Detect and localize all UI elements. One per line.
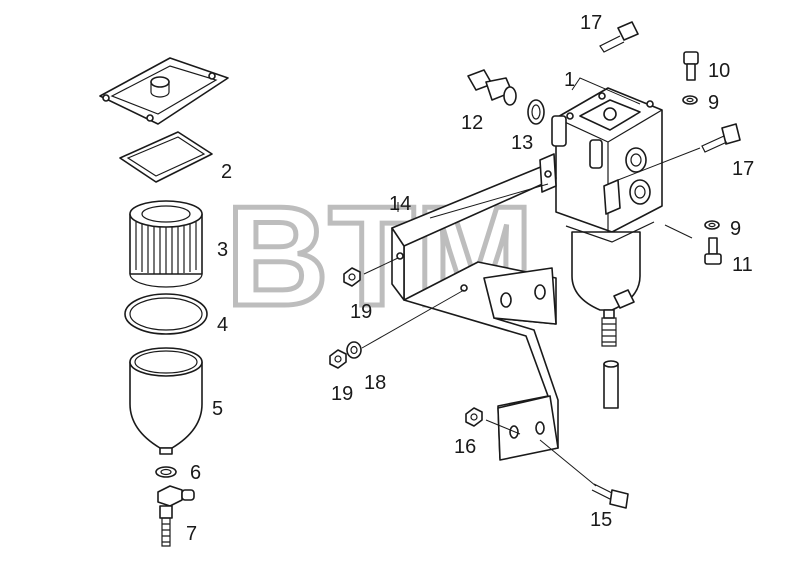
bolt-17-top	[599, 21, 639, 53]
callout-11: 11	[732, 254, 753, 276]
filter-bowl	[129, 347, 203, 455]
bolt-17-right	[701, 123, 741, 153]
callout-2: 2	[221, 161, 232, 183]
nut-19-upper	[343, 267, 361, 287]
callout-3: 3	[217, 239, 228, 261]
bolt-15	[591, 483, 629, 509]
sealing-ring-13	[527, 99, 545, 125]
callout-labels: 1 2 3 4 5 6 7 9 9 10 11 12 13 14 15 16 1…	[186, 12, 754, 545]
mounting-bracket	[391, 153, 621, 461]
filter-head-assembly	[551, 87, 663, 409]
callout-4: 4	[217, 314, 228, 336]
nut-16	[465, 407, 483, 427]
callout-16: 16	[454, 436, 476, 458]
bolt-10	[683, 51, 699, 81]
callout-19-lower: 19	[331, 383, 353, 405]
callout-12: 12	[461, 112, 483, 134]
seal-ring-small	[155, 466, 177, 478]
callout-9-top: 9	[708, 92, 719, 114]
callout-1: 1	[564, 69, 575, 91]
leader-lines	[361, 77, 701, 487]
callout-15: 15	[590, 509, 612, 531]
fitting-12	[467, 69, 517, 106]
gasket-square	[119, 131, 213, 183]
callout-10: 10	[708, 60, 730, 82]
callout-17-top: 17	[580, 12, 602, 34]
washer-9-top	[682, 95, 698, 105]
washer-18	[346, 341, 362, 359]
callout-13: 13	[511, 132, 533, 154]
o-ring-large	[124, 293, 208, 335]
filter-cover-plate	[99, 57, 229, 125]
filter-element	[129, 200, 203, 288]
callout-14: 14	[389, 193, 411, 215]
drain-fitting	[157, 485, 195, 547]
callout-7: 7	[186, 523, 197, 545]
callout-18: 18	[364, 372, 386, 394]
callout-9-right: 9	[730, 218, 741, 240]
bolt-11	[704, 237, 722, 265]
callout-19-upper: 19	[350, 301, 372, 323]
callout-6: 6	[190, 462, 201, 484]
washer-9-right	[704, 220, 720, 230]
callout-5: 5	[212, 398, 223, 420]
callout-17-right: 17	[732, 158, 754, 180]
nut-19-lower	[329, 349, 347, 369]
